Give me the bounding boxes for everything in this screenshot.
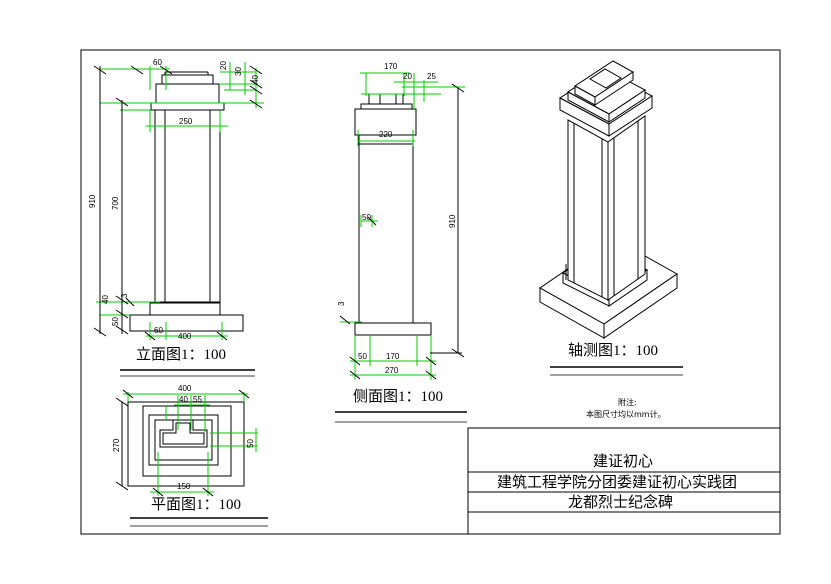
plan-view: 400 40 55 270 50 150 平面图1：100 [112,384,268,527]
elev-dim-40-bot: 40 [101,295,110,304]
plan-dim-150: 150 [177,482,191,491]
elev-dim-20: 20 [219,61,228,70]
elevation-title: 立面图1：100 [136,346,226,363]
side-view: 170 20 25 220 50 910 3 50 170 270 侧面图1：1… [335,62,467,423]
elev-dim-250: 250 [179,117,193,126]
elev-dim-60-top: 60 [153,58,162,67]
elev-dim-30: 30 [234,67,243,76]
elevation-view: 60 20 30 40 250 910 700 40 3 50 60 400 立… [88,58,264,377]
drawing-frame [80,49,781,535]
elev-dim-50: 50 [111,317,120,326]
plan-dim-55: 55 [193,395,202,404]
elev-dim-700: 700 [111,196,120,210]
side-title: 侧面图1：100 [353,388,443,405]
plan-title: 平面图1：100 [151,496,241,513]
side-dim-20: 20 [403,72,412,81]
notes-body: 本图尺寸均以mm计。 [586,409,666,419]
elev-dim-60-bot: 60 [154,326,163,335]
side-dim-50-bot: 50 [358,352,367,361]
title-block: 建证初心 建筑工程学院分团委建证初心实践团 龙都烈士纪念碑 [467,427,781,535]
side-dim-3: 3 [337,301,346,306]
side-dim-910: 910 [448,214,457,228]
title-block-drawing-name: 龙都烈士纪念碑 [568,493,673,511]
side-dim-25: 25 [427,72,436,81]
side-dim-170-bot: 170 [386,352,400,361]
elev-dim-910: 910 [88,194,97,208]
elev-dim-3: 3 [120,293,129,298]
plan-dim-400: 400 [178,384,192,393]
plan-dim-50: 50 [246,439,255,448]
axonometric-view: 轴测图1：100 [539,60,683,376]
side-dim-50-mid: 50 [362,213,371,222]
side-dim-270: 270 [385,366,399,375]
title-block-organization: 建筑工程学院分团委建证初心实践团 [497,473,737,491]
side-dim-220: 220 [379,130,393,139]
notes-heading: 附注: [618,397,637,407]
side-dim-170-top: 170 [384,62,398,71]
plan-dim-40: 40 [179,395,188,404]
title-block-project: 建证初心 [593,453,653,470]
notes: 附注: 本图尺寸均以mm计。 [586,397,666,419]
axonometric-title: 轴测图1：100 [568,342,658,359]
elev-dim-400: 400 [178,332,192,341]
elev-dim-40-top: 40 [251,75,260,84]
plan-dim-270: 270 [112,438,121,452]
